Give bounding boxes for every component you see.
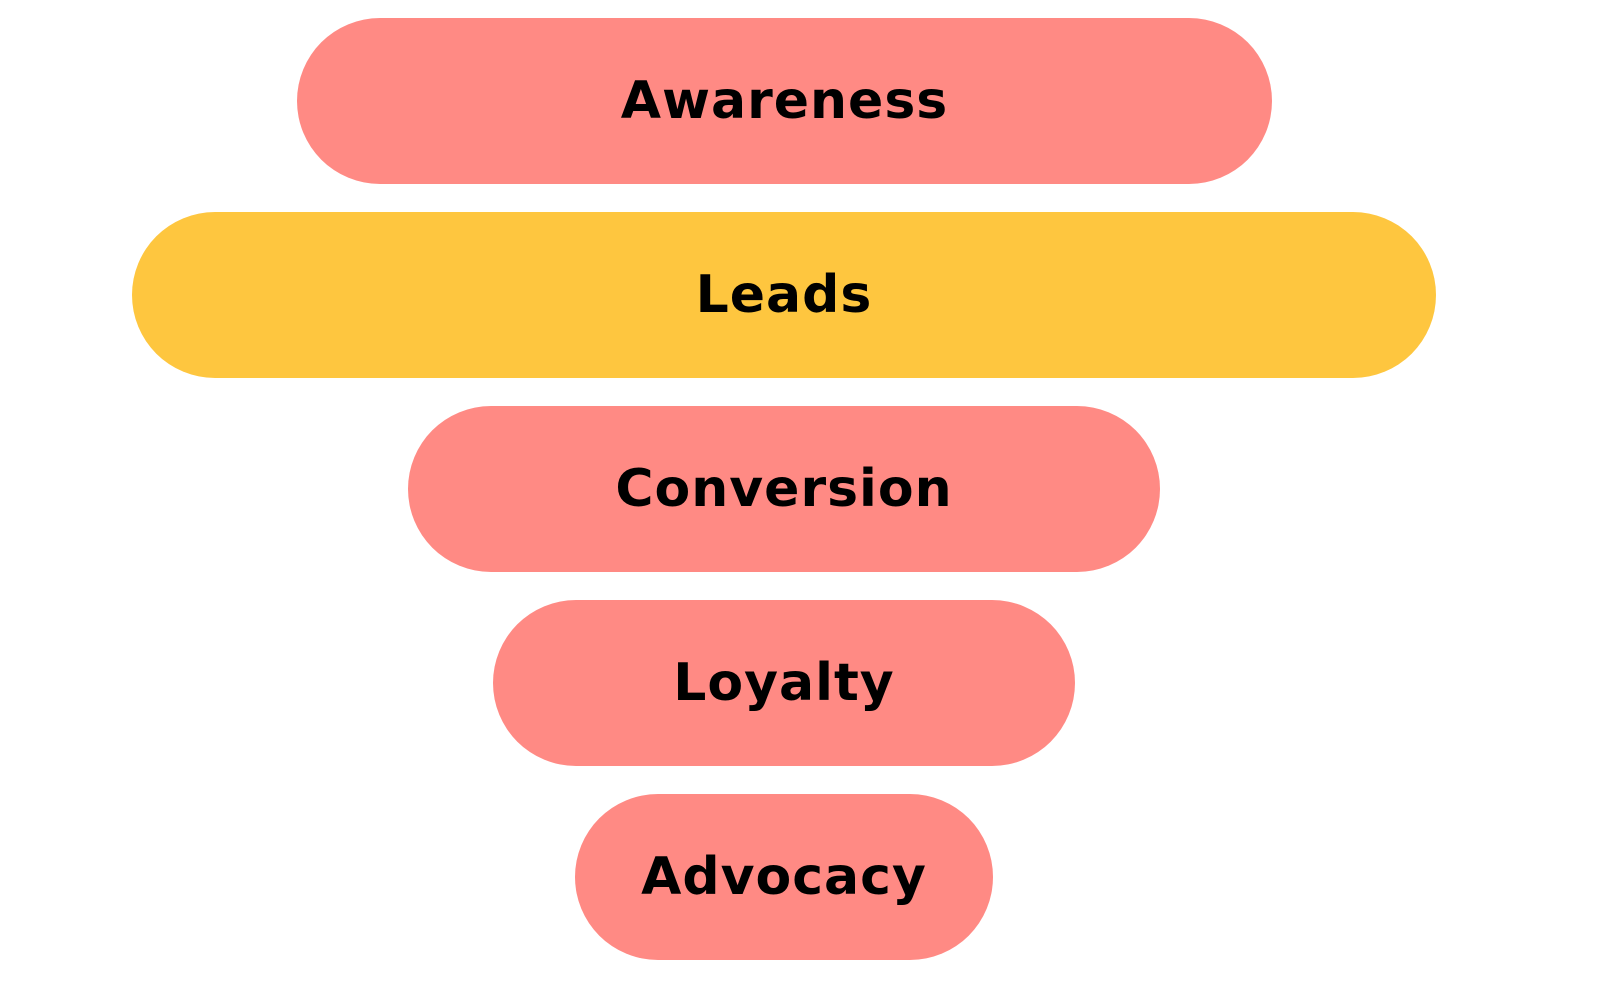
stage-label: Loyalty: [673, 653, 895, 713]
funnel-stage-advocacy: Advocacy: [575, 794, 993, 960]
funnel-stage-awareness: Awareness: [297, 18, 1272, 184]
funnel-stage-conversion: Conversion: [408, 406, 1160, 572]
funnel-stage-leads: Leads: [132, 212, 1436, 378]
funnel-stage-loyalty: Loyalty: [493, 600, 1075, 766]
stage-label: Leads: [695, 265, 873, 325]
stage-label: Awareness: [620, 71, 949, 131]
stage-label: Conversion: [615, 459, 953, 519]
stage-label: Advocacy: [641, 847, 927, 907]
